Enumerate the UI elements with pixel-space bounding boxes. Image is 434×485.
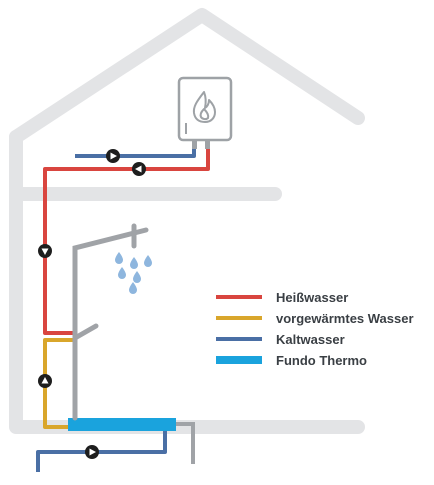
pump-icon: [132, 162, 146, 176]
pump-icon: [38, 244, 52, 258]
legend-label-preheated: vorgewärmtes Wasser: [276, 310, 414, 326]
legend-swatch-fundo: [216, 356, 262, 364]
shower-icon: [72, 223, 149, 421]
house-outline: [9, 8, 365, 434]
legend-item-fundo: Fundo Thermo: [216, 350, 367, 370]
water-heater: [177, 76, 233, 149]
water-drop-icon: [115, 252, 152, 294]
legend-swatch-preheated: [216, 316, 262, 320]
pump-icon: [38, 374, 52, 388]
legend-item-cold: Kaltwasser: [216, 329, 345, 349]
legend-label-fundo: Fundo Thermo: [276, 352, 367, 368]
pump-icon: [106, 149, 120, 163]
pump-icon: [85, 445, 99, 459]
legend-label-hot: Heißwasser: [276, 289, 349, 305]
legend-item-preheated: vorgewärmtes Wasser: [216, 308, 414, 328]
drain-pipe: [176, 422, 195, 464]
flame-icon: [192, 91, 216, 123]
legend-item-hot: Heißwasser: [216, 287, 348, 307]
legend-swatch-cold: [216, 337, 262, 341]
hot-water-pipe: [43, 149, 210, 335]
fundo-thermo-unit: [68, 418, 176, 431]
legend-swatch-hot: [216, 295, 262, 299]
legend-label-cold: Kaltwasser: [276, 331, 345, 347]
